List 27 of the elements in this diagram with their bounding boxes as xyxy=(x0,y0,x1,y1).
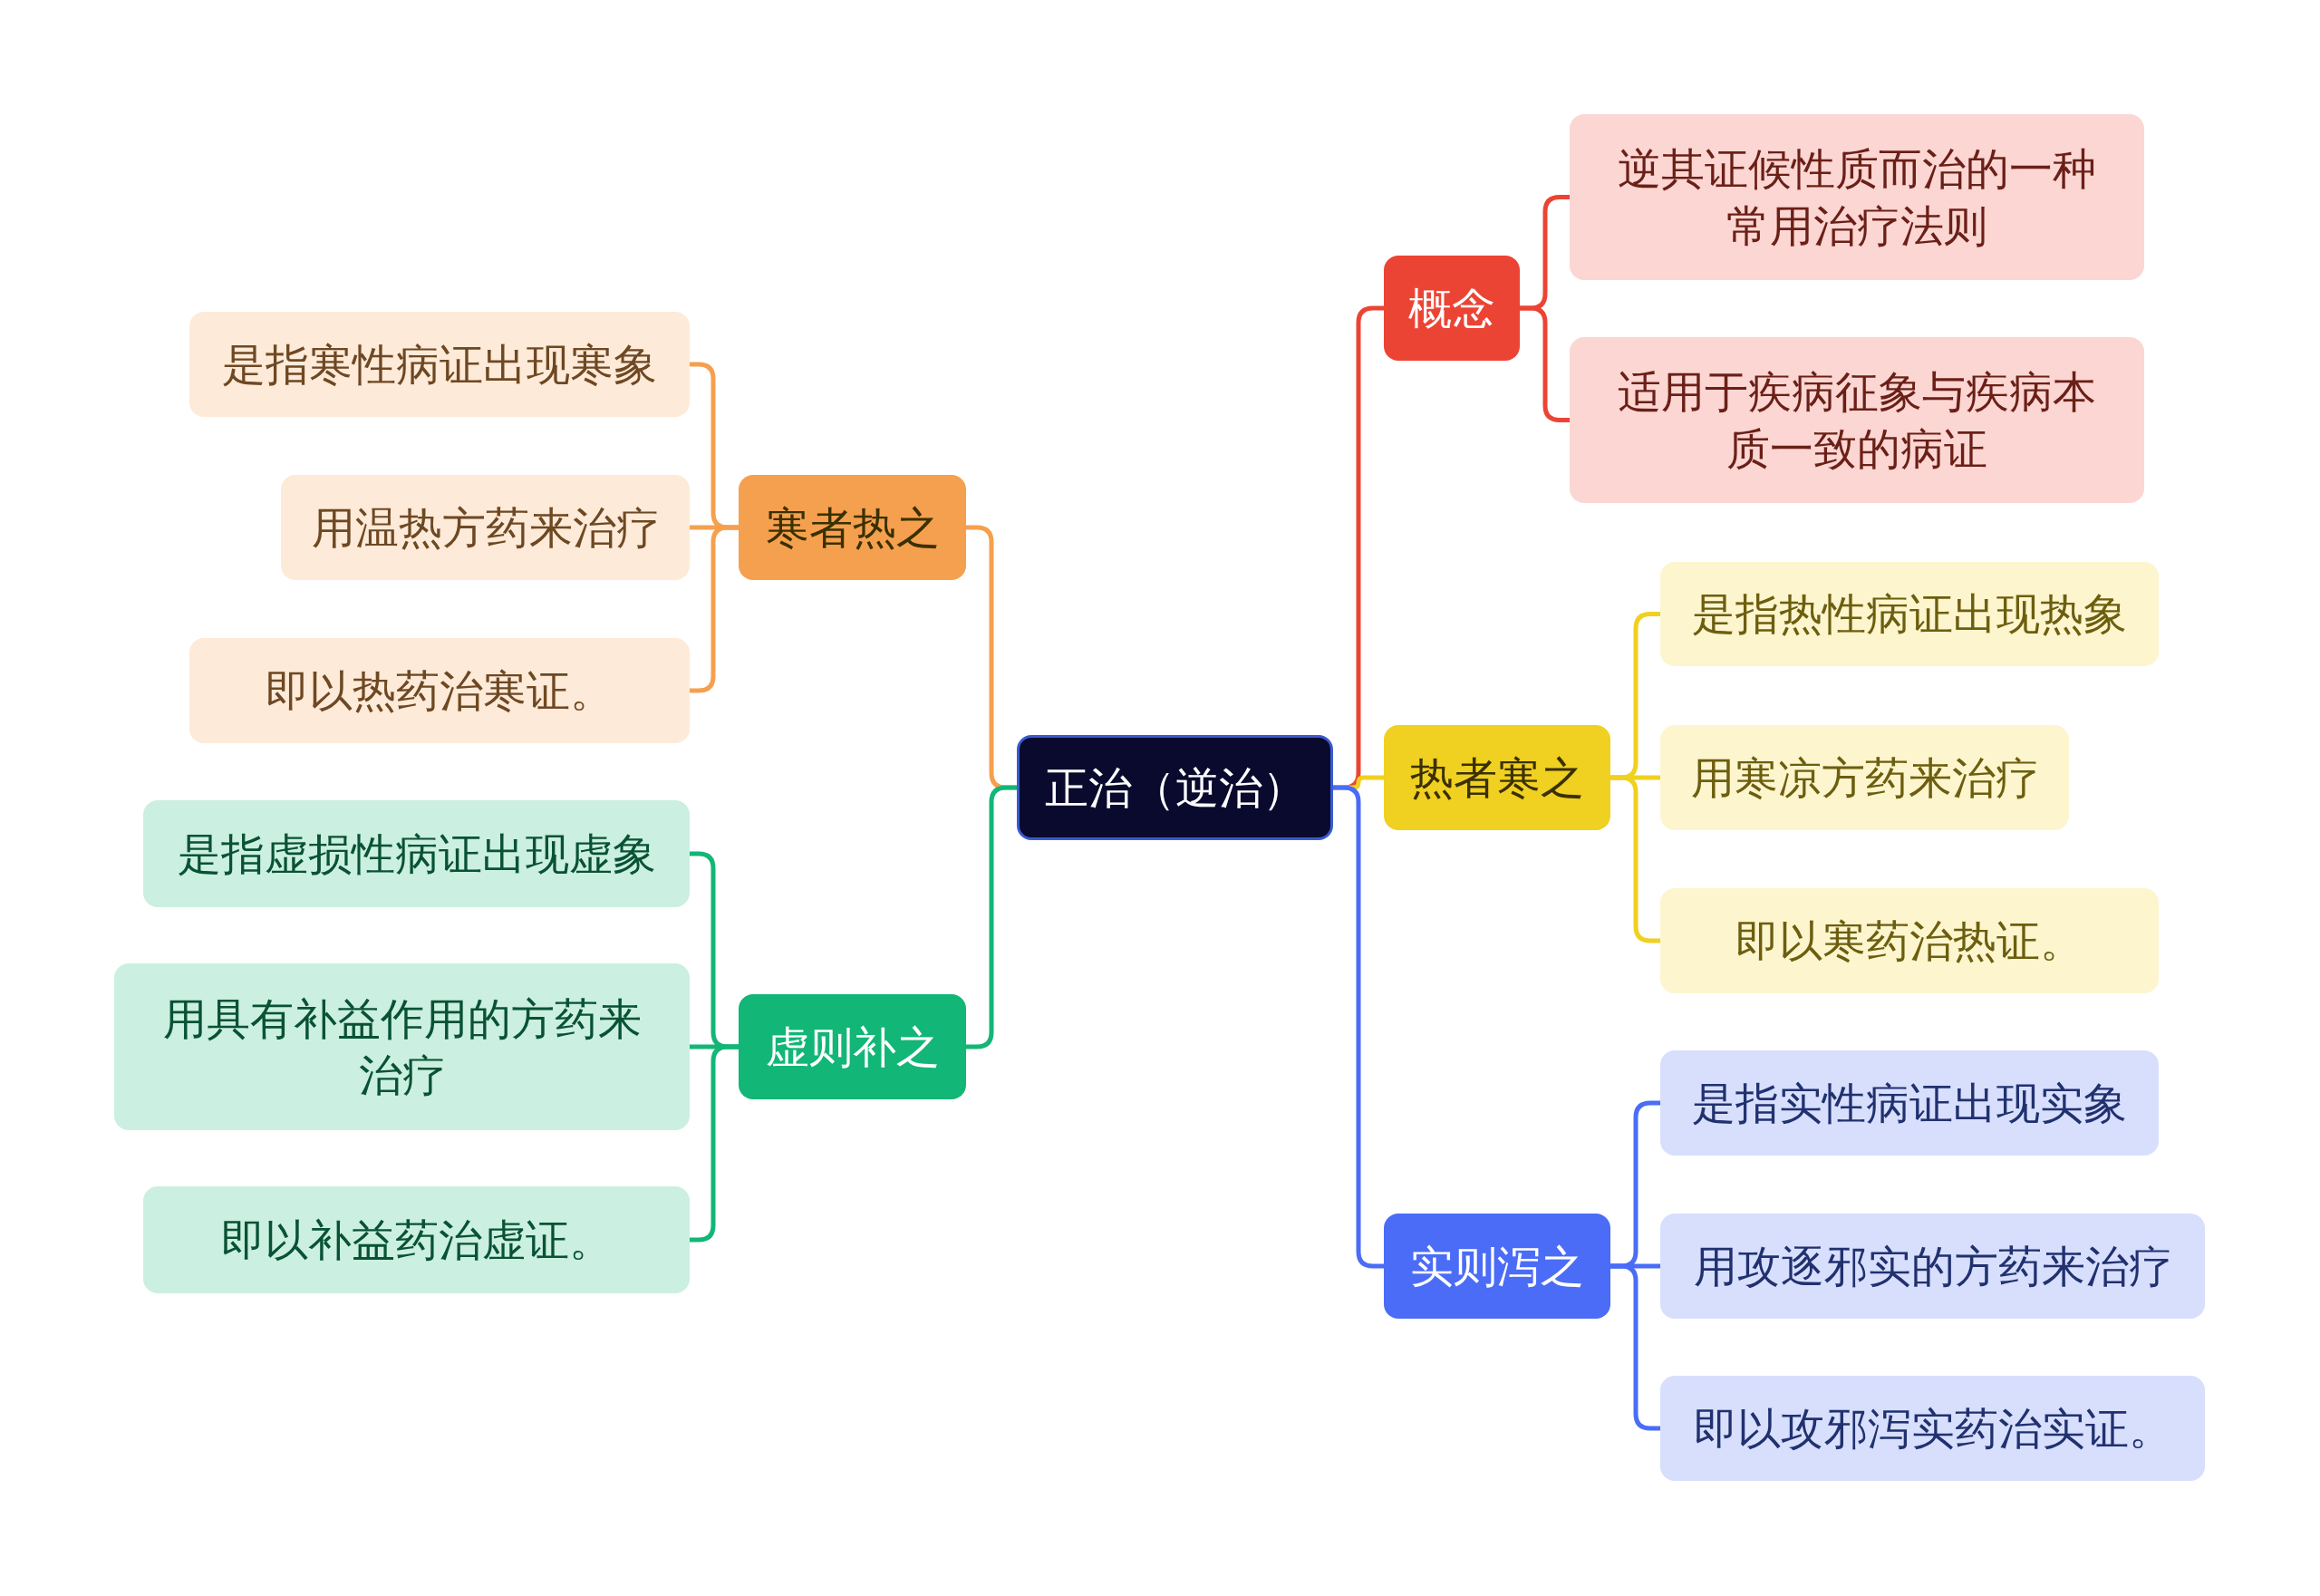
subtopic-box: 即以补益药治虚证。 xyxy=(143,1186,690,1293)
branch-topic-box: 概念 xyxy=(1384,256,1520,361)
subtopic-box: 即以热药治寒证。 xyxy=(189,638,690,743)
connector-line xyxy=(966,785,1017,1049)
subtopic-box: 用攻逐邪实的方药来治疗 xyxy=(1660,1214,2205,1319)
subtopic-box: 即以寒药治热证。 xyxy=(1660,888,2159,993)
connector-line xyxy=(1333,785,1384,1269)
subtopic-box: 用温热方药来治疗 xyxy=(281,475,690,580)
subtopic-box: 适用于疾病征象与疾病本质一致的病证 xyxy=(1570,337,2144,503)
subtopic-box: 是指虚损性病证出现虚象 xyxy=(143,800,690,907)
subtopic-box: 是指热性病证出现热象 xyxy=(1660,562,2159,666)
central-topic-box: 正治（逆治） xyxy=(1017,735,1333,840)
branch-topic-box: 虚则补之 xyxy=(739,994,966,1099)
connector-line xyxy=(690,1044,739,1243)
connector-line xyxy=(690,525,739,693)
subtopic-box: 是指实性病证出现实象 xyxy=(1660,1050,2159,1156)
subtopic-box: 用寒凉方药来治疗 xyxy=(1660,725,2069,830)
branch-topic-box: 热者寒之 xyxy=(1384,725,1610,830)
connector-line xyxy=(1520,305,1570,422)
branch-topic-box: 寒者热之 xyxy=(739,475,966,580)
subtopic-box: 即以攻邪泻实药治实证。 xyxy=(1660,1376,2205,1481)
connector-line xyxy=(1610,1263,1660,1431)
connector-line xyxy=(1610,775,1660,943)
subtopic-box: 用具有补益作用的方药来治疗 xyxy=(114,963,690,1130)
subtopic-box: 是指寒性病证出现寒象 xyxy=(189,312,690,417)
branch-topic-box: 实则泻之 xyxy=(1384,1214,1610,1319)
subtopic-box: 逆其证候性质而治的一种常用治疗法则 xyxy=(1570,114,2144,280)
